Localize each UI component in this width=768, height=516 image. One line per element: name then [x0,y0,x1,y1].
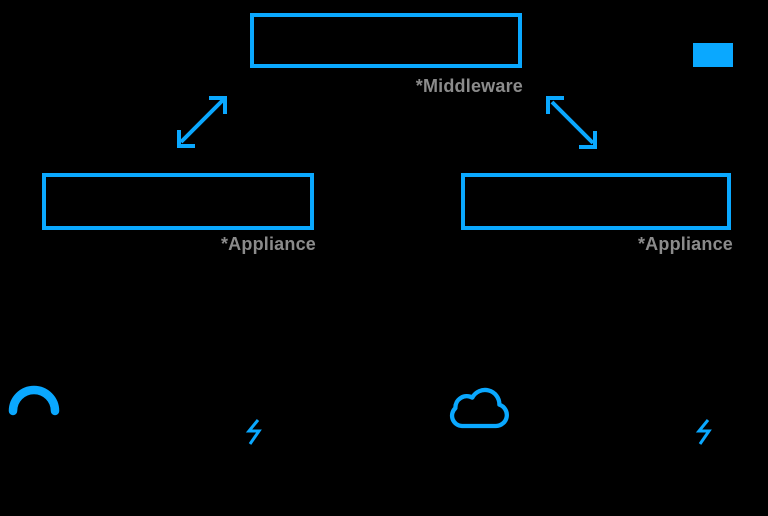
cloud-icon [449,387,509,429]
gauge-arc-icon [8,385,60,416]
appliance-left-annotation: *Appliance [220,234,316,254]
lightning-bolt-icon [695,419,712,445]
appliance-left-box [42,173,314,230]
lightning-bolt-icon [245,419,262,445]
legend-swatch-icon [693,43,733,67]
double-headed-arrow-icon [546,96,597,149]
appliance-right-box [461,173,731,230]
middleware-annotation: *Middleware [415,76,523,96]
appliance-right-annotation: *Appliance [637,234,733,254]
middleware-box [250,13,522,68]
double-headed-arrow-icon [177,96,227,148]
